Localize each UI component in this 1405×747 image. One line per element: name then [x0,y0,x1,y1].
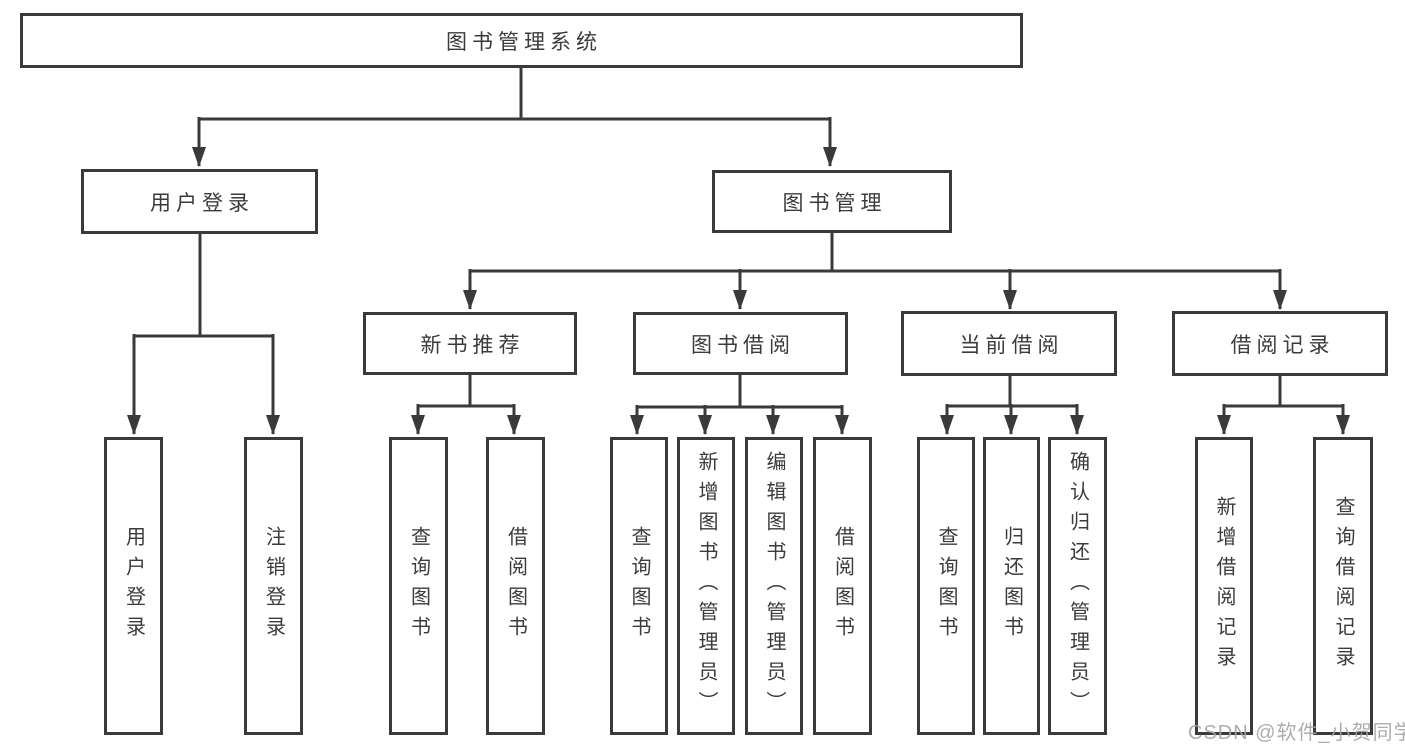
connector-current-borrow-to-leaves [940,376,1084,435]
node-user-login: 用户登录 [81,169,318,234]
leaf-confirm-return-admin: 确认归还（管理员） [1048,437,1107,735]
leaf-query-books: 查询图书 [610,437,668,735]
node-label: 用户登录 [122,526,145,646]
node-library-management-system: 图书管理系统 [20,13,1023,68]
connector-book-borrow-to-leaves [630,375,849,435]
node-label: 查询图书 [935,526,957,646]
node-label: 新增图书（管理员） [695,451,717,721]
connector-borrow-records-to-leaves [1217,376,1350,435]
connector-book-mgmt-to-level3 [463,233,1287,310]
node-label: 新书推荐 [420,333,525,357]
connector-user-login-to-leaves [127,234,280,435]
leaf-borrow-books: 借阅图书 [813,437,872,735]
node-label: 新增借阅记录 [1213,496,1235,676]
node-label: 图书管理 [782,191,887,215]
leaf-logout: 注销登录 [244,437,303,735]
node-borrow-records: 借阅记录 [1172,311,1388,376]
node-current-borrow: 当前借阅 [901,311,1117,376]
node-label: 注销登录 [262,526,285,646]
node-book-borrow: 图书借阅 [633,312,848,375]
node-label: 编辑图书（管理员） [763,451,785,721]
csdn-watermark: CSDN @软件_小贺同学 [1188,722,1405,744]
leaf-query-borrow-record: 查询借阅记录 [1313,437,1373,735]
node-label: 归还图书 [1000,526,1023,646]
leaf-edit-books-admin: 编辑图书（管理员） [745,437,803,735]
leaf-query-books: 查询图书 [389,437,448,735]
leaf-borrow-books: 借阅图书 [486,437,545,735]
connector-new-books-to-leaves [411,375,521,435]
node-label: 图书借阅 [691,333,795,357]
node-label: 查询图书 [628,526,650,646]
node-new-book-recommend: 新书推荐 [363,312,577,375]
leaf-add-books-admin: 新增图书（管理员） [677,437,735,735]
leaf-add-borrow-record: 新增借阅记录 [1195,437,1253,735]
leaf-user-login: 用户登录 [104,437,163,735]
node-book-management: 图书管理 [712,170,952,233]
leaf-return-books: 归还图书 [983,437,1040,735]
node-label: 借阅图书 [504,526,527,646]
node-label: 用户登录 [150,191,254,215]
connector-root-to-level2 [192,68,837,167]
leaf-query-books: 查询图书 [917,437,975,735]
node-label: 确认归还（管理员） [1066,451,1089,721]
node-label: 借阅图书 [831,526,854,646]
node-label: 查询图书 [407,526,430,646]
node-label: 查询借阅记录 [1332,496,1354,676]
node-label: 当前借阅 [959,333,1064,357]
node-label: 图书管理系统 [446,30,602,54]
node-label: 借阅记录 [1230,333,1335,357]
